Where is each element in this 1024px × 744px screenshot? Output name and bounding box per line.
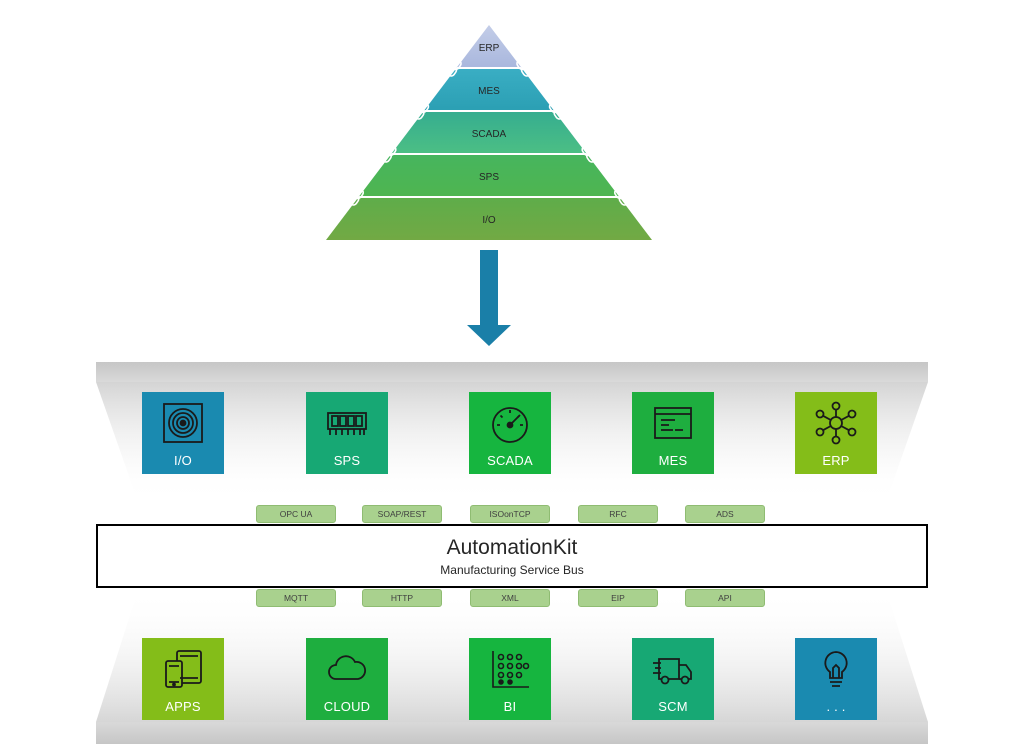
protocol-chip: RFC	[578, 505, 658, 523]
chain-link-icon	[414, 102, 430, 120]
pyramid-label-scada: SCADA	[472, 129, 507, 140]
pyramid-level-io	[326, 197, 652, 240]
tile-scada-label: SCADA	[487, 453, 533, 468]
tile-bi-label: BI	[503, 699, 517, 714]
tile-mes[interactable]: MES	[632, 392, 714, 474]
speaker-icon	[163, 403, 203, 443]
tile-sps[interactable]: SPS	[306, 392, 388, 474]
tile-mes-label: MES	[658, 453, 688, 468]
tile-io[interactable]: I/O	[142, 392, 224, 474]
tile-erp[interactable]: ERP	[795, 392, 877, 474]
pyramid-label-erp: ERP	[479, 43, 500, 54]
chain-link-icon	[446, 59, 462, 77]
bus-title: AutomationKit	[446, 536, 578, 559]
protocol-chip: ISOonTCP	[470, 505, 550, 523]
protocol-chip: API	[685, 589, 765, 607]
chain-link-icon	[516, 59, 532, 77]
pyramid-level-sps	[326, 154, 652, 197]
pyramid-label-io: I/O	[482, 215, 496, 226]
protocol-chip: XML	[470, 589, 550, 607]
pyramid-level-erp	[326, 25, 652, 68]
pyramid-label-mes: MES	[478, 86, 500, 97]
chain-link-icon	[349, 188, 365, 206]
protocol-chip: HTTP	[362, 589, 442, 607]
pyramid-level-mes	[326, 68, 652, 111]
delivery-truck-icon	[653, 658, 692, 685]
chain-link-icon	[581, 145, 597, 163]
lower-platform-bar	[96, 722, 928, 744]
chain-link-icon	[381, 145, 397, 163]
pyramid-label-sps: SPS	[479, 172, 499, 183]
tile-io-label: I/O	[174, 453, 192, 468]
tile-apps-label: APPS	[165, 699, 201, 714]
bus-subtitle: Manufacturing Service Bus	[440, 563, 584, 577]
upper-platform-bar	[96, 362, 928, 382]
terminal-window-icon	[654, 407, 692, 439]
network-hub-icon	[815, 401, 857, 445]
service-bus: AutomationKit Manufacturing Service Bus	[96, 524, 928, 588]
tile-bi[interactable]: BI	[469, 638, 551, 720]
protocol-chip: MQTT	[256, 589, 336, 607]
tile-erp-label: ERP	[822, 453, 850, 468]
tile-cloud-label: CLOUD	[323, 699, 371, 714]
chain-link-icon	[613, 188, 629, 206]
gauge-icon	[492, 407, 528, 443]
automation-pyramid: ERP MES SCADA SPS I/O	[326, 25, 652, 346]
chain-link-icon	[548, 102, 564, 120]
protocol-chip: SOAP/REST	[362, 505, 442, 523]
lightbulb-icon	[824, 651, 848, 687]
tile-scada[interactable]: SCADA	[469, 392, 551, 474]
memory-chip-icon	[327, 412, 367, 435]
tile-sps-label: SPS	[333, 453, 361, 468]
dot-chart-icon	[492, 651, 530, 688]
protocol-chip: EIP	[578, 589, 658, 607]
tile-more[interactable]: . . .	[795, 638, 877, 720]
cloud-icon	[328, 655, 366, 680]
protocol-chip: ADS	[685, 505, 765, 523]
tile-scm[interactable]: SCM	[632, 638, 714, 720]
tile-scm-label: SCM	[658, 699, 688, 714]
down-arrow-icon	[467, 250, 511, 346]
tile-more-label: . . .	[826, 699, 846, 714]
protocol-chip: OPC UA	[256, 505, 336, 523]
devices-icon	[165, 650, 202, 688]
tile-cloud[interactable]: CLOUD	[306, 638, 388, 720]
tile-apps[interactable]: APPS	[142, 638, 224, 720]
